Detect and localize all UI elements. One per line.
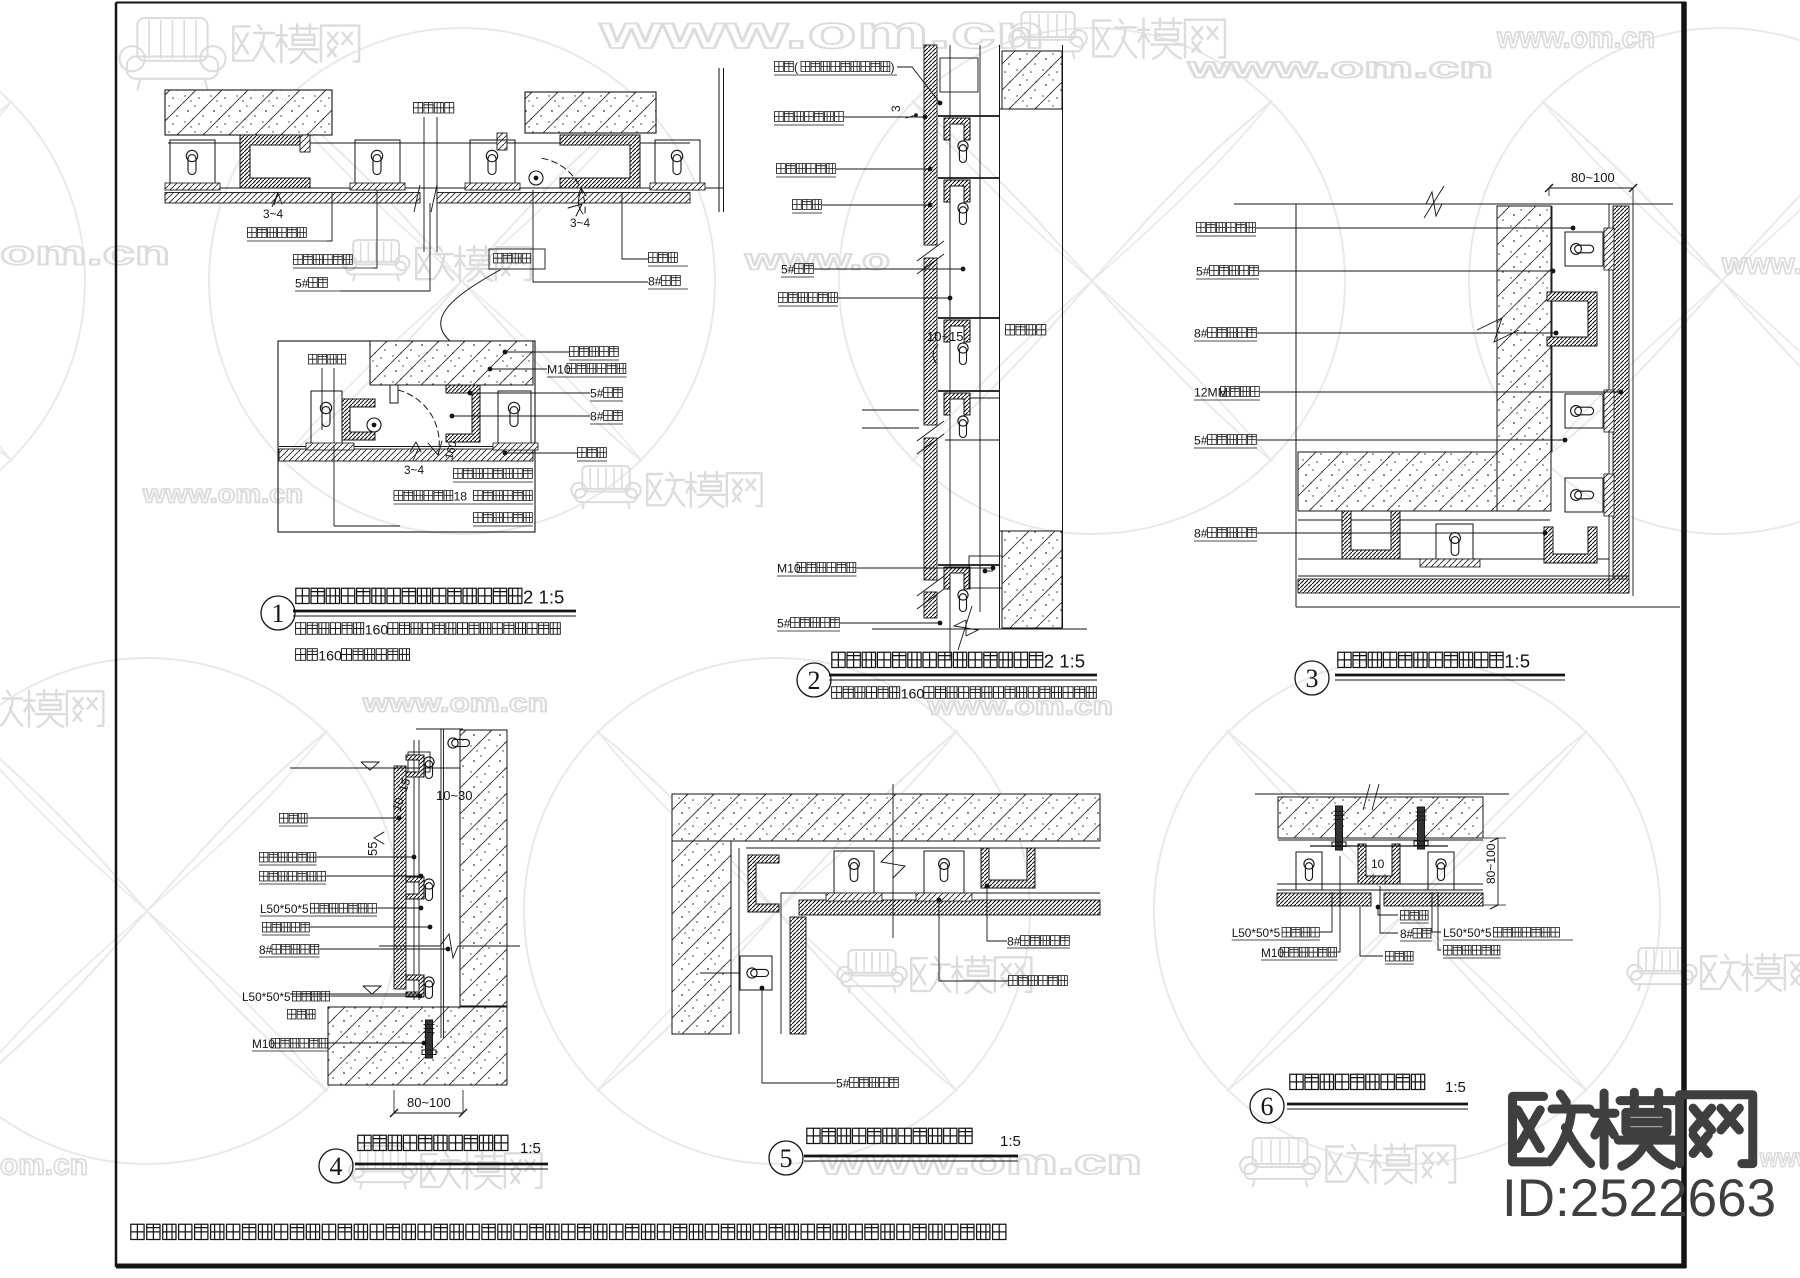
svg-text:M10: M10 xyxy=(1261,946,1284,960)
svg-text:1:5: 1:5 xyxy=(1445,1079,1466,1096)
svg-text:80~100: 80~100 xyxy=(1571,170,1615,185)
svg-text:8#: 8# xyxy=(259,943,273,957)
svg-text:160: 160 xyxy=(901,686,925,702)
svg-text:8#: 8# xyxy=(1194,527,1208,541)
svg-text:8#: 8# xyxy=(1400,927,1414,941)
svg-text:www.om.cn: www.om.cn xyxy=(1186,51,1493,84)
svg-text:3~4: 3~4 xyxy=(570,216,590,230)
svg-text:L50*50*5: L50*50*5 xyxy=(260,902,309,916)
svg-text:3~4: 3~4 xyxy=(263,207,283,221)
svg-text:www.: www. xyxy=(1721,247,1800,280)
svg-text:5#: 5# xyxy=(836,1077,850,1091)
svg-text:18: 18 xyxy=(454,490,468,504)
svg-text:L50*50*5: L50*50*5 xyxy=(1443,926,1492,940)
svg-text:3: 3 xyxy=(1306,664,1319,693)
svg-text:160: 160 xyxy=(365,622,389,638)
svg-text:www.om.cn: www.om.cn xyxy=(1496,21,1655,54)
svg-text:5#: 5# xyxy=(295,277,309,291)
svg-text:www.om.cn: www.om.cn xyxy=(598,6,1045,58)
svg-text:8#: 8# xyxy=(1007,935,1021,949)
svg-text:www.: www. xyxy=(1759,1142,1800,1172)
svg-text:8#: 8# xyxy=(648,275,662,289)
svg-text:5#: 5# xyxy=(1194,434,1208,448)
svg-text:12MM: 12MM xyxy=(1194,386,1228,400)
svg-text:1: 1 xyxy=(272,599,285,628)
svg-text:1:5: 1:5 xyxy=(1504,651,1530,672)
svg-text:3~4: 3~4 xyxy=(404,463,424,477)
svg-text:2: 2 xyxy=(808,666,821,695)
svg-text:1:5: 1:5 xyxy=(520,1140,541,1157)
svg-text:4: 4 xyxy=(330,1152,343,1181)
svg-text:L50*50*5: L50*50*5 xyxy=(242,990,291,1004)
svg-text:5#: 5# xyxy=(781,263,795,277)
svg-text:L50*50*5: L50*50*5 xyxy=(1232,926,1281,940)
svg-text:www.om.cn: www.om.cn xyxy=(142,478,303,508)
svg-text:om.cn: om.cn xyxy=(0,235,170,273)
svg-text:www.o: www.o xyxy=(743,243,890,276)
svg-text:8#: 8# xyxy=(1194,327,1208,341)
svg-text:M10: M10 xyxy=(547,363,571,377)
svg-text:10~30: 10~30 xyxy=(436,788,473,803)
svg-text:5#: 5# xyxy=(590,387,604,401)
svg-text:(: ( xyxy=(794,61,798,75)
svg-text:10~15: 10~15 xyxy=(927,329,964,344)
svg-text:5: 5 xyxy=(780,1144,793,1173)
svg-text:www.om.cn: www.om.cn xyxy=(818,1141,1142,1182)
svg-text:5#: 5# xyxy=(1196,265,1210,279)
svg-text:8#: 8# xyxy=(590,410,604,424)
svg-text:M10: M10 xyxy=(777,562,801,576)
svg-text:2 1:5: 2 1:5 xyxy=(523,587,564,608)
svg-text:80~100: 80~100 xyxy=(407,1095,451,1110)
svg-text:): ) xyxy=(891,61,895,75)
svg-text:6: 6 xyxy=(1261,1092,1274,1121)
svg-text:2 1:5: 2 1:5 xyxy=(1044,651,1085,672)
svg-text:80~100: 80~100 xyxy=(1484,843,1498,884)
svg-text:160: 160 xyxy=(443,440,459,461)
svg-text:M10: M10 xyxy=(252,1037,275,1051)
svg-text:3: 3 xyxy=(889,105,903,112)
svg-text:5#: 5# xyxy=(777,617,791,631)
svg-text:om.cn: om.cn xyxy=(0,1148,88,1181)
svg-text:160: 160 xyxy=(318,648,342,664)
svg-text:1:5: 1:5 xyxy=(1000,1133,1021,1150)
svg-text:10: 10 xyxy=(1371,857,1385,871)
svg-text:ID:2522663: ID:2522663 xyxy=(1502,1169,1776,1228)
svg-text:www.om.cn: www.om.cn xyxy=(362,687,548,717)
svg-text:55: 55 xyxy=(365,842,380,856)
